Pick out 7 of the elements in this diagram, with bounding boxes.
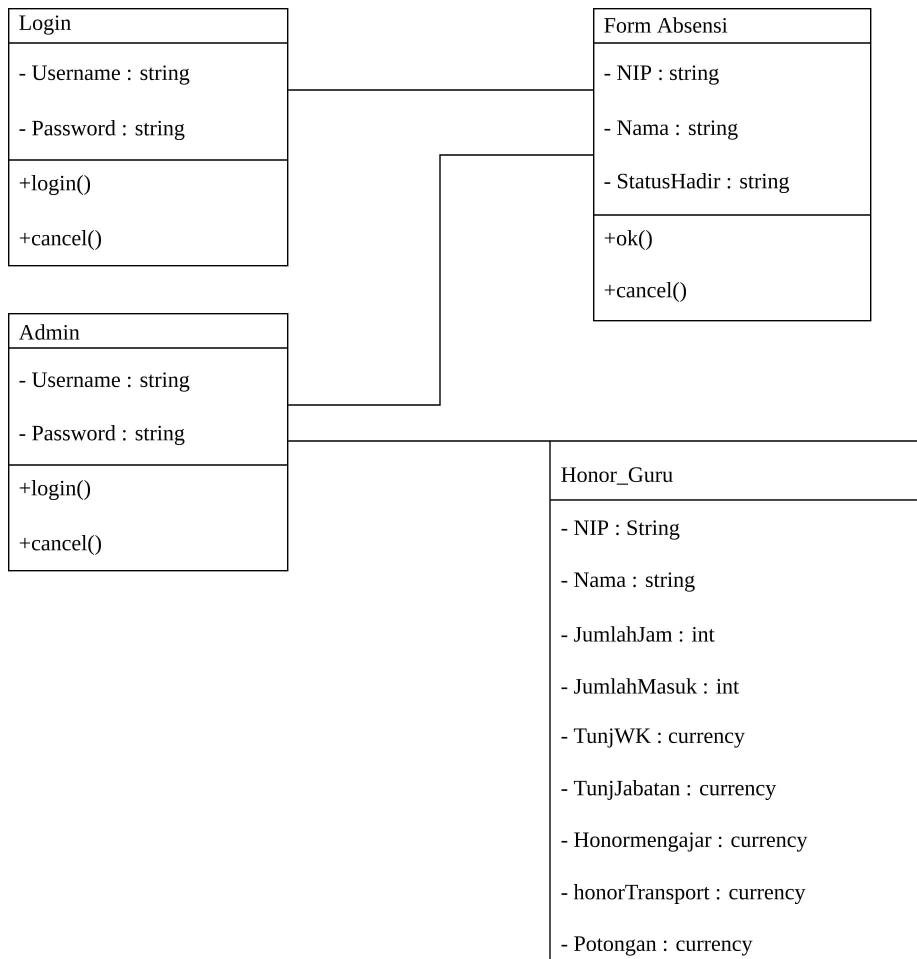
class-box: Form Absensi - NIP : string - Nama : string - StatusHadir : string +ok() +cancel() bbox=[593, 8, 872, 322]
association-line bbox=[288, 89, 593, 91]
class-box: Honor_Guru - NIP : String - Nama : string - JumlahJam : int - JumlahMasuk : int - TunjWK : currency - TunjJabatan : currency - Honormengajar : currency - honorTransport : currency - Potongan : currency bbox=[549, 440, 917, 959]
class-box: Admin - Username : string - Password : string +login() +cancel() bbox=[8, 313, 288, 572]
class-box: Login - Username : string - Password : string +login() +cancel() bbox=[8, 8, 288, 266]
association-line bbox=[288, 440, 550, 442]
association-line bbox=[288, 154, 593, 406]
